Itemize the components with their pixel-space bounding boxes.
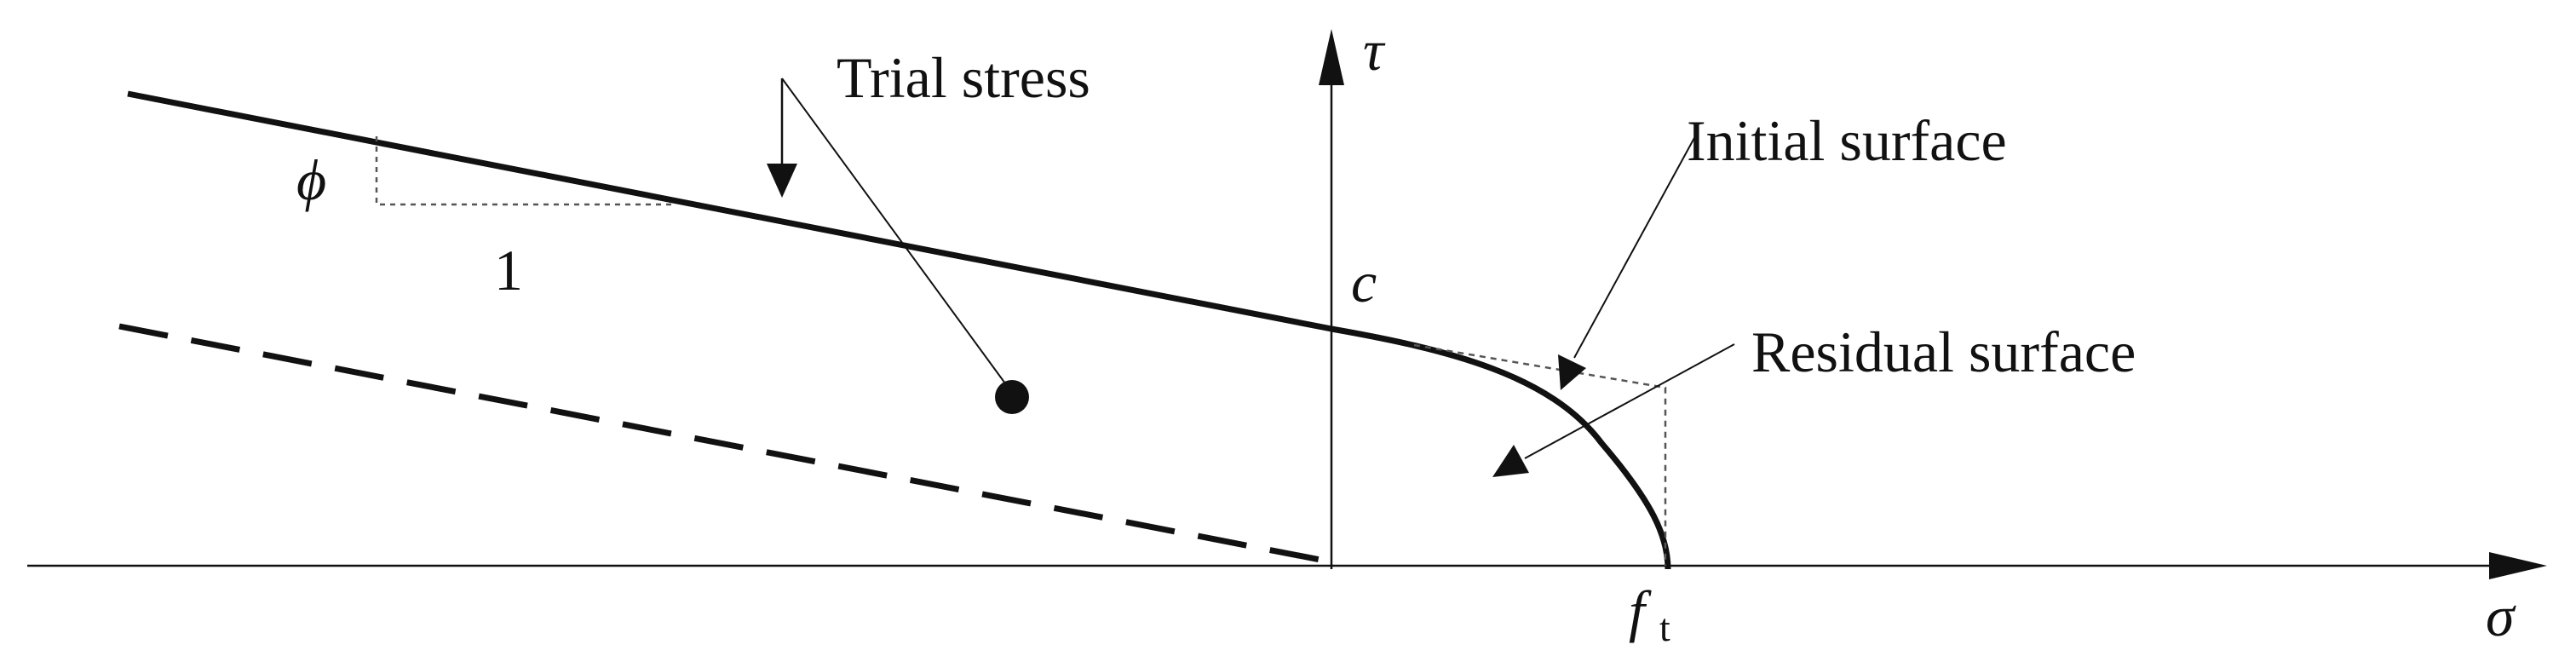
- trial-stress-label: Trial stress: [837, 45, 1090, 110]
- tension-cutoff-construction: [1413, 343, 1667, 566]
- sigma-symbol: σ: [2486, 584, 2516, 648]
- initial-surface-line: [127, 90, 1332, 332]
- tau-axis-arrowhead: [1319, 29, 1344, 85]
- phi-symbol: ϕ: [296, 147, 326, 212]
- trial-stress-arrowhead: [767, 164, 797, 198]
- trial-stress-point: [995, 380, 1029, 414]
- tau-symbol: τ: [1363, 18, 1386, 83]
- tensile-strength-symbol: f: [1629, 579, 1652, 643]
- initial-surface-label: Initial surface: [1687, 108, 2007, 173]
- slope-run-label: 1: [494, 238, 523, 302]
- residual-surface-leader: [1524, 343, 1735, 459]
- initial-surface-cap-curve: [1331, 325, 1671, 570]
- tensile-strength-subscript: t: [1659, 606, 1670, 649]
- sigma-axis-arrowhead: [2489, 552, 2547, 579]
- initial-surface-arrowhead: [1558, 354, 1586, 390]
- residual-surface-arrowhead: [1492, 445, 1529, 477]
- cohesion-symbol: c: [1351, 250, 1377, 314]
- residual-surface-label: Residual surface: [1751, 319, 2136, 384]
- slope-triangle: [375, 136, 673, 206]
- trial-stress-leader: [781, 78, 1006, 384]
- residual-surface-line: [118, 323, 1325, 564]
- initial-surface-leader: [1573, 135, 1696, 359]
